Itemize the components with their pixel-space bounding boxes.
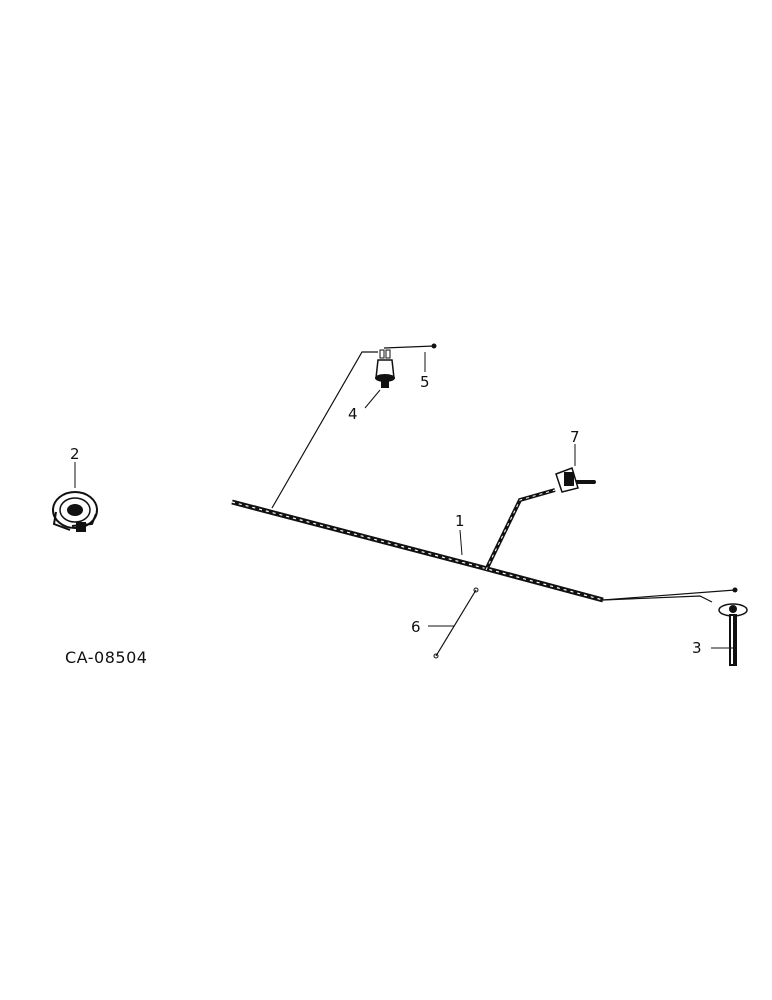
jumper-wire — [433, 587, 479, 659]
sender-branch-wire — [271, 343, 437, 509]
callout-6: 6 — [411, 618, 421, 636]
callout-5: 5 — [420, 373, 430, 391]
temperature-probe — [718, 603, 748, 666]
callout-2: 2 — [70, 445, 80, 463]
callout-3: 3 — [692, 639, 702, 657]
sender-unit — [375, 349, 395, 388]
callout-1: 1 — [455, 512, 465, 530]
drawing-code: CA-08504 — [65, 648, 147, 667]
callout-7: 7 — [570, 428, 580, 446]
horn — [52, 491, 98, 532]
wiring-harness — [231, 488, 738, 603]
switch-unit — [555, 467, 596, 493]
leader-lines — [74, 352, 733, 649]
callout-4: 4 — [348, 405, 358, 423]
